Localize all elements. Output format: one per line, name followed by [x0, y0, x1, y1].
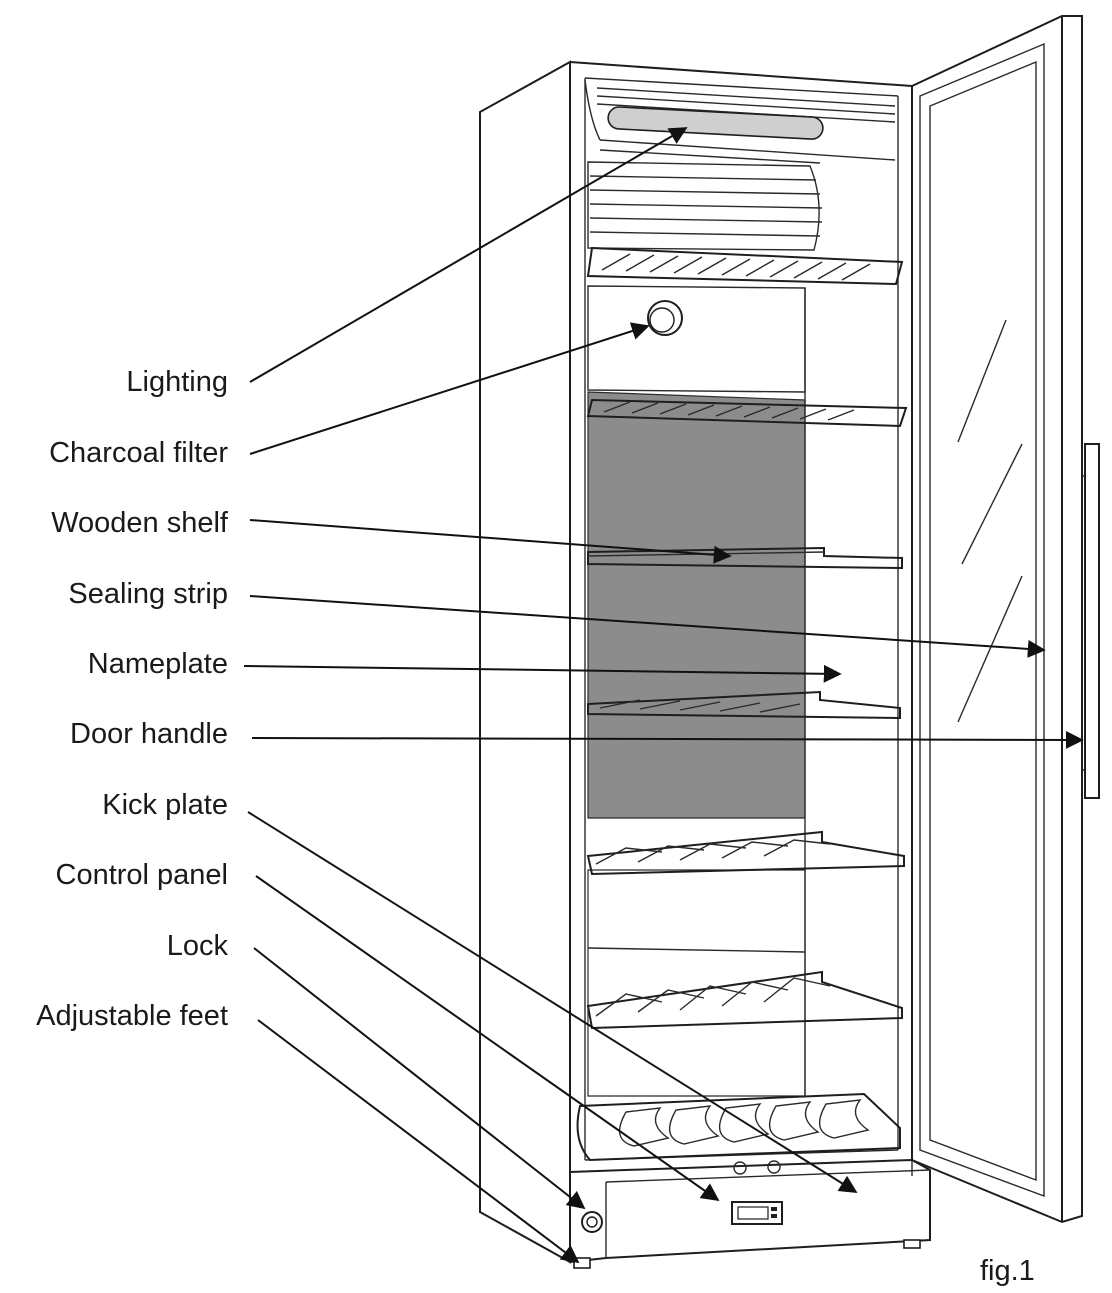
back-panel-upper: [587, 285, 806, 393]
label-wooden-shelf: Wooden shelf: [51, 507, 229, 539]
leader-adjustable-feet: [257, 1019, 580, 1264]
leader-sealing-strip: [249, 595, 1046, 658]
shelf-2: [586, 398, 908, 428]
label-charcoal-filter: Charcoal filter: [49, 437, 228, 469]
bottom-rack: [576, 1092, 901, 1162]
labels: Lighting Charcoal filter Wooden shelf Se…: [36, 366, 229, 1032]
glass-door: [911, 15, 1083, 1224]
adjustable-feet: [573, 1239, 921, 1269]
label-nameplate: Nameplate: [88, 648, 228, 680]
leader-door-handle: [251, 730, 1084, 749]
figure-caption: fig.1: [980, 1255, 1035, 1287]
label-adjustable-feet: Adjustable feet: [36, 1000, 228, 1032]
leader-wooden-shelf: [249, 519, 732, 564]
leader-lighting: [249, 127, 688, 383]
shelf-4: [587, 690, 901, 720]
leader-charcoal-filter: [249, 322, 650, 455]
leader-control-panel: [255, 875, 720, 1202]
label-door-handle: Door handle: [70, 718, 228, 750]
light-bar: [607, 106, 824, 140]
label-control-panel: Control panel: [56, 859, 229, 891]
fan-cover: [587, 161, 823, 251]
back-panel-lower: [587, 869, 806, 1097]
shelf-5: [586, 830, 905, 876]
label-sealing-strip: Sealing strip: [68, 578, 228, 610]
top-vent: [584, 79, 896, 164]
charcoal-filter: [647, 300, 683, 336]
label-kick-plate: Kick plate: [102, 789, 228, 821]
leader-lines: [243, 127, 1084, 1264]
label-lock: Lock: [167, 930, 229, 962]
label-lighting: Lighting: [126, 366, 228, 398]
leader-lock: [253, 947, 586, 1210]
door-handle: [1082, 443, 1100, 799]
back-panel-dark: [587, 391, 806, 819]
lock: [581, 1211, 603, 1233]
shelf-1: [586, 246, 904, 286]
control-panel: [731, 1201, 783, 1225]
leader-nameplate: [243, 664, 842, 683]
leader-kick-plate: [247, 811, 858, 1193]
